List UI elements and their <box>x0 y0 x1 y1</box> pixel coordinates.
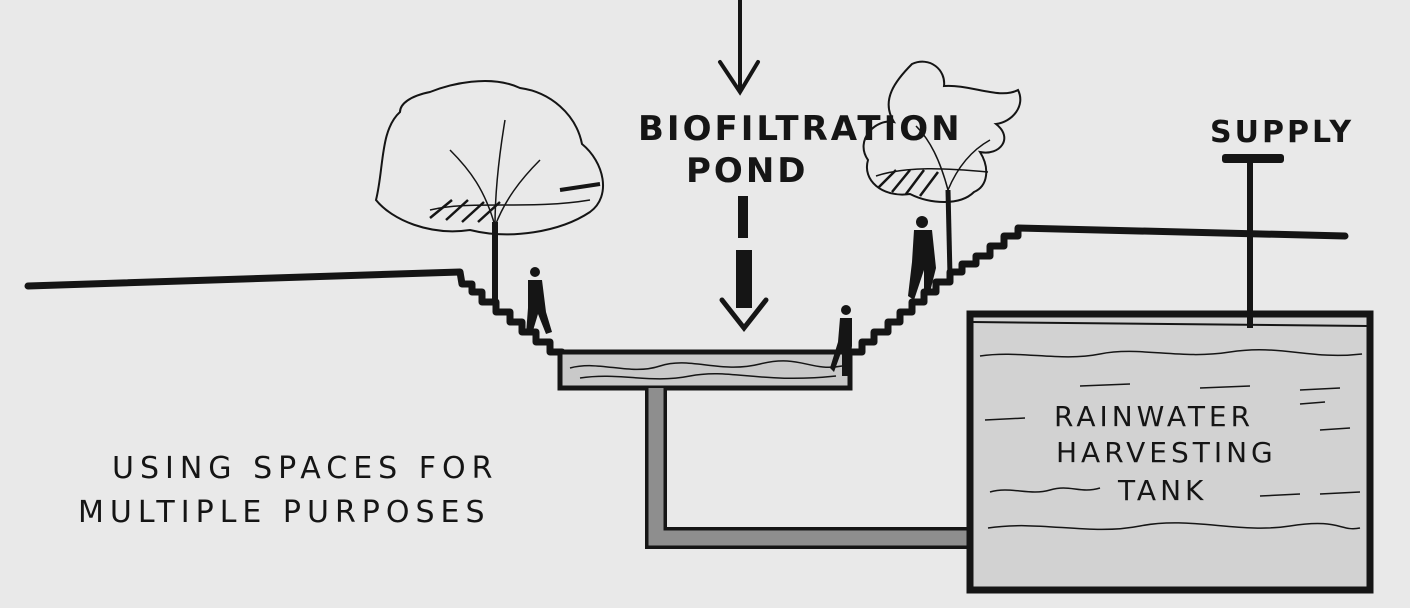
caption-line2: MULTIPLE PURPOSES <box>78 495 491 530</box>
right-tree-icon <box>862 60 1022 277</box>
left-tree-icon <box>374 80 605 302</box>
supply-label: SUPPLY <box>1210 115 1354 150</box>
drain-pipe <box>645 388 972 549</box>
caption-line1: USING SPACES FOR <box>112 451 498 486</box>
pond-label-line1: BIOFILTRATION <box>638 109 963 149</box>
harvesting-tank <box>966 310 1374 594</box>
tank-label-line2: HARVESTING <box>1056 436 1277 469</box>
inflow-arrow <box>718 0 760 96</box>
person-figure-pond <box>830 305 852 376</box>
tank-label-line1: RAINWATER <box>1054 400 1254 433</box>
person-figure-right <box>908 216 936 300</box>
pond-basin <box>557 349 853 391</box>
pond-arrow <box>719 196 769 333</box>
pond-label-line2: POND <box>686 151 809 191</box>
person-figure-left <box>526 267 552 334</box>
left-ground-line <box>24 268 566 356</box>
right-ground-line <box>846 224 1349 356</box>
tank-label-line3: TANK <box>1117 474 1207 507</box>
supply-pipe <box>1222 154 1284 328</box>
